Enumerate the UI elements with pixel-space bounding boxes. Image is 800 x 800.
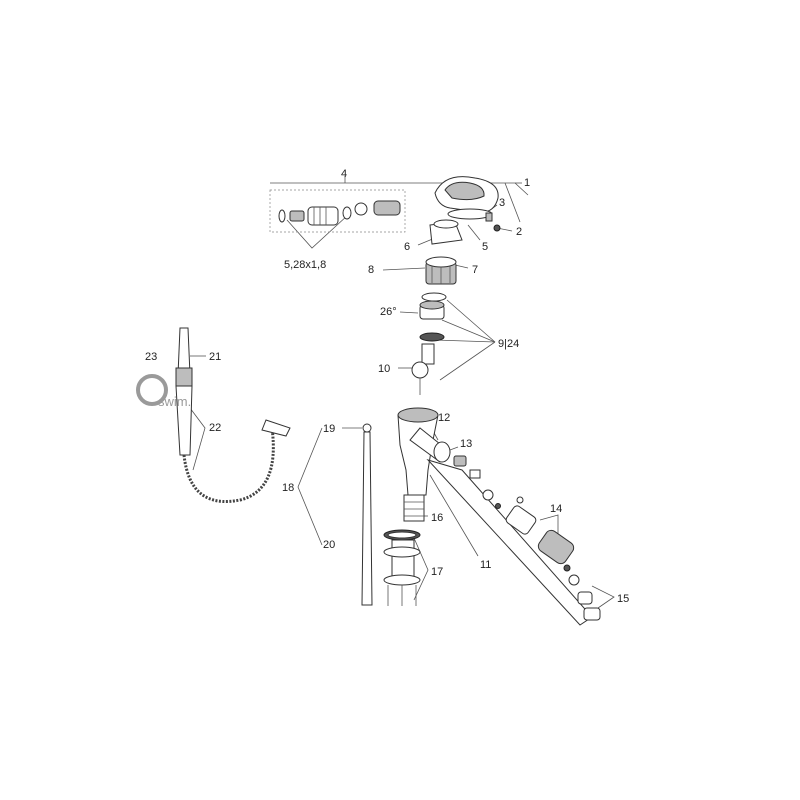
lever-handle (434, 176, 501, 232)
callout-4: 4 (341, 168, 347, 180)
callout-10: 10 (378, 363, 390, 375)
callout-8: 8 (368, 264, 374, 276)
cartridge-cover-parts (411, 219, 463, 395)
callout-12: 12 (438, 412, 450, 424)
callout-11: 11 (480, 559, 491, 571)
callout-23: 23 (145, 351, 157, 363)
callout-13: 13 (460, 438, 472, 450)
pop-up-rod (361, 423, 373, 606)
callout-7: 7 (472, 264, 478, 276)
callout-labels: 1 2 3 4 5 5,28x1,8 6 7 8 26° 9|24 10 11 … (145, 168, 629, 605)
mounting-hardware (383, 529, 421, 606)
mixer-body (397, 407, 451, 522)
callout-16: 16 (431, 512, 443, 524)
callout-3: 3 (499, 197, 505, 209)
callout-2: 2 (516, 226, 522, 238)
service-kit-assembly (269, 189, 406, 233)
callout-6: 6 (404, 241, 410, 253)
callout-22: 22 (209, 422, 221, 434)
callout-5: 5 (482, 241, 488, 253)
watermark-text: swim. (158, 394, 191, 409)
callout-5-28x1-8: 5,28x1,8 (284, 259, 326, 271)
callout-angle-26: 26° (380, 306, 397, 318)
swim-logo: swim. (136, 374, 191, 409)
spout-assembly (426, 455, 601, 626)
callout-14: 14 (550, 503, 562, 515)
callout-18: 18 (282, 482, 294, 494)
hand-shower (175, 327, 291, 503)
callout-9-24: 9|24 (498, 338, 519, 350)
callout-15: 15 (617, 593, 629, 605)
callout-19: 19 (323, 423, 335, 435)
logo-icon (136, 374, 168, 406)
callout-21: 21 (209, 351, 221, 363)
callout-20: 20 (323, 539, 335, 551)
callout-17: 17 (431, 566, 443, 578)
callout-1: 1 (524, 177, 530, 189)
